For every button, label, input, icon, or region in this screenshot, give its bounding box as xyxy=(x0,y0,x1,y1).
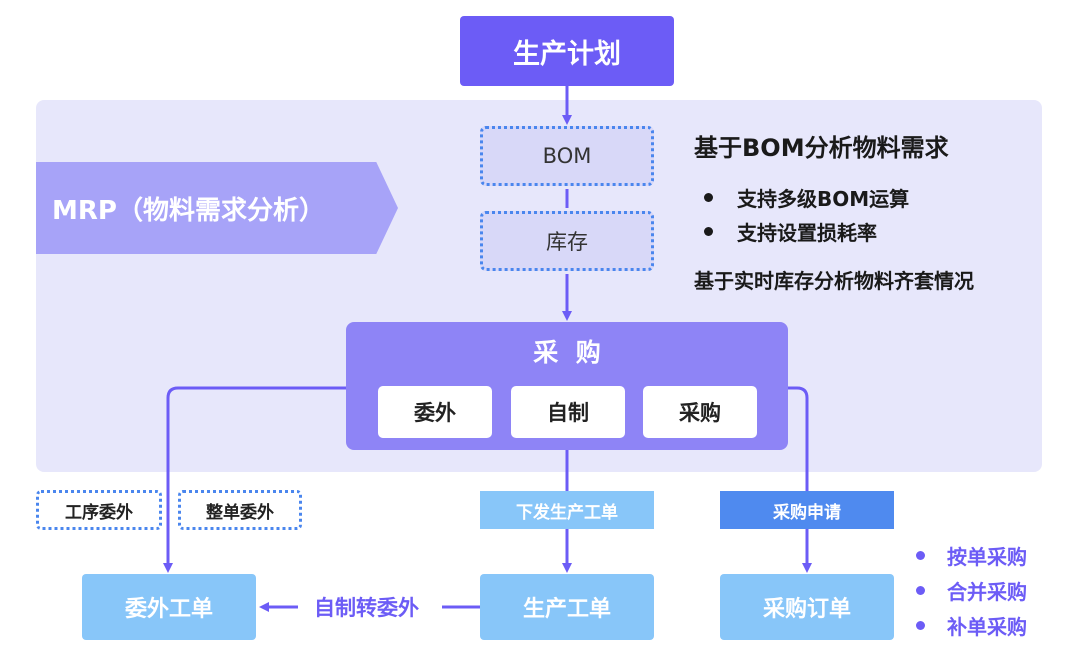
option-outsource-button[interactable]: 委外 xyxy=(378,386,492,438)
bullet-dot-icon xyxy=(916,551,925,560)
option-self-made-button[interactable]: 自制 xyxy=(511,386,625,438)
mrp-label: MRP（物料需求分析） xyxy=(52,195,325,226)
purchase-mode-item: 按单采购 xyxy=(916,541,1027,570)
bullet-dot-icon xyxy=(704,193,713,202)
purchase-mode-text: 补单采购 xyxy=(947,615,1027,639)
tag-issue-production-order[interactable]: 下发生产工单 xyxy=(480,491,654,529)
purchase-mode-item: 合并采购 xyxy=(916,576,1027,605)
tag-step-outsource[interactable]: 工序委外 xyxy=(36,490,162,530)
info-bullet: 支持设置损耗率 xyxy=(704,217,877,246)
production-plan-box[interactable]: 生产计划 xyxy=(460,16,674,86)
info-bullet-text: 支持设置损耗率 xyxy=(737,221,877,245)
purchase-mode-item: 补单采购 xyxy=(916,611,1027,640)
line-purchase-to-request xyxy=(788,386,809,491)
purchase-mode-text: 合并采购 xyxy=(947,580,1027,604)
info-title: 基于BOM分析物料需求 xyxy=(694,134,949,162)
bullet-dot-icon xyxy=(704,227,713,236)
bullet-dot-icon xyxy=(916,621,925,630)
tag-whole-outsource[interactable]: 整单委外 xyxy=(178,490,302,530)
info-bullet: 支持多级BOM运算 xyxy=(704,183,909,212)
stock-box[interactable]: 库存 xyxy=(480,211,654,271)
purchase-mode-text: 按单采购 xyxy=(947,545,1027,569)
bullet-dot-icon xyxy=(916,586,925,595)
option-purchase-button[interactable]: 采购 xyxy=(643,386,757,438)
arrow-purchase-to-outsource xyxy=(163,386,346,573)
info-bullet-text: 支持多级BOM运算 xyxy=(737,187,910,211)
tag-purchase-request[interactable]: 采购申请 xyxy=(720,491,894,529)
bom-box[interactable]: BOM xyxy=(480,126,654,186)
purchase-title: 采 购 xyxy=(533,338,601,367)
convert-to-outsource-label: 自制转委外 xyxy=(314,596,419,620)
mrp-banner xyxy=(36,162,398,254)
info-note: 基于实时库存分析物料齐套情况 xyxy=(694,269,974,293)
purchase-order-box[interactable]: 采购订单 xyxy=(720,574,894,640)
outsource-order-box[interactable]: 委外工单 xyxy=(82,574,256,640)
production-order-box[interactable]: 生产工单 xyxy=(480,574,654,640)
